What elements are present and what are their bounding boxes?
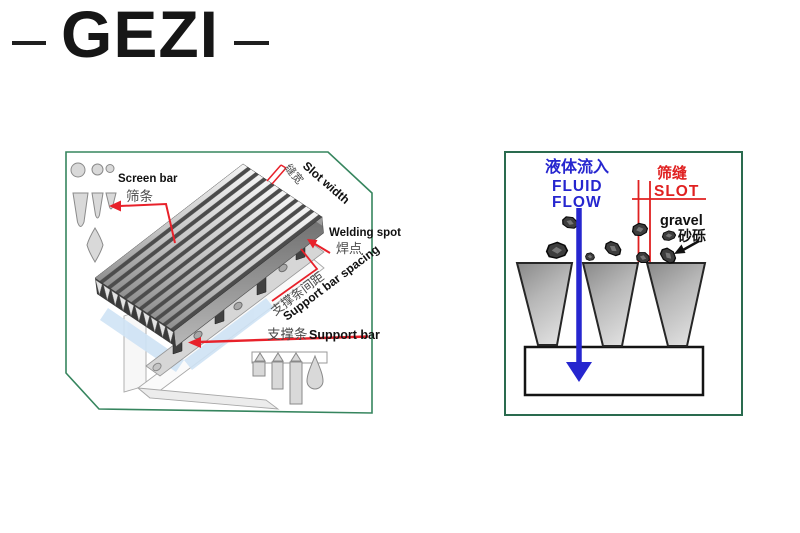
- logo-text: GEZI: [61, 0, 220, 71]
- annotation-arrows: [109, 164, 369, 348]
- gravel-arrow: [674, 239, 700, 254]
- screen-panel: [94, 163, 324, 348]
- fluid-label-line1: FLUID: [552, 178, 603, 195]
- wedge-wire-profiles: [515, 262, 707, 347]
- fluid-flow-label-zh: 液体流入: [545, 157, 609, 176]
- fluid-label-line2: FLOW: [552, 194, 602, 211]
- support-bar-label-zh: 支撑条: [267, 326, 308, 342]
- welding-spot-label-en: Welding spot: [329, 227, 401, 239]
- logo: GEZI: [0, 0, 800, 90]
- screen-bar-label-zh: 筛条: [126, 188, 153, 204]
- wedge-screen-construction-diagram: Screen bar 筛条 缝宽 Slot width Welding spot…: [65, 151, 401, 414]
- slot-indicator-lines: [632, 180, 706, 262]
- slot-label-en: SLOT: [654, 183, 699, 200]
- welding-spot-label-zh: 焊点: [336, 241, 362, 256]
- wire-profile-samples: [70, 162, 117, 263]
- screen-bar-label-en: Screen bar: [118, 173, 178, 185]
- wedge-cross-sections: [95, 279, 174, 344]
- logo-dash-left: [12, 41, 46, 45]
- support-rod-profiles: [251, 351, 328, 405]
- support-bar-label-en: Support bar: [309, 328, 380, 342]
- gravel-label-zh: 砂砾: [677, 228, 706, 244]
- gravel-label-en: gravel: [660, 213, 703, 229]
- screen-bars: [94, 163, 320, 330]
- fluid-flow-arrow: [566, 208, 592, 382]
- slot-label-zh: 筛缝: [657, 164, 687, 182]
- fluid-flow-slot-diagram: 液体流入 FLUID FLOW 筛缝 SLOT gravel 砂砾: [504, 151, 743, 416]
- collector-box: [523, 345, 705, 397]
- logo-dash-right: [234, 41, 269, 45]
